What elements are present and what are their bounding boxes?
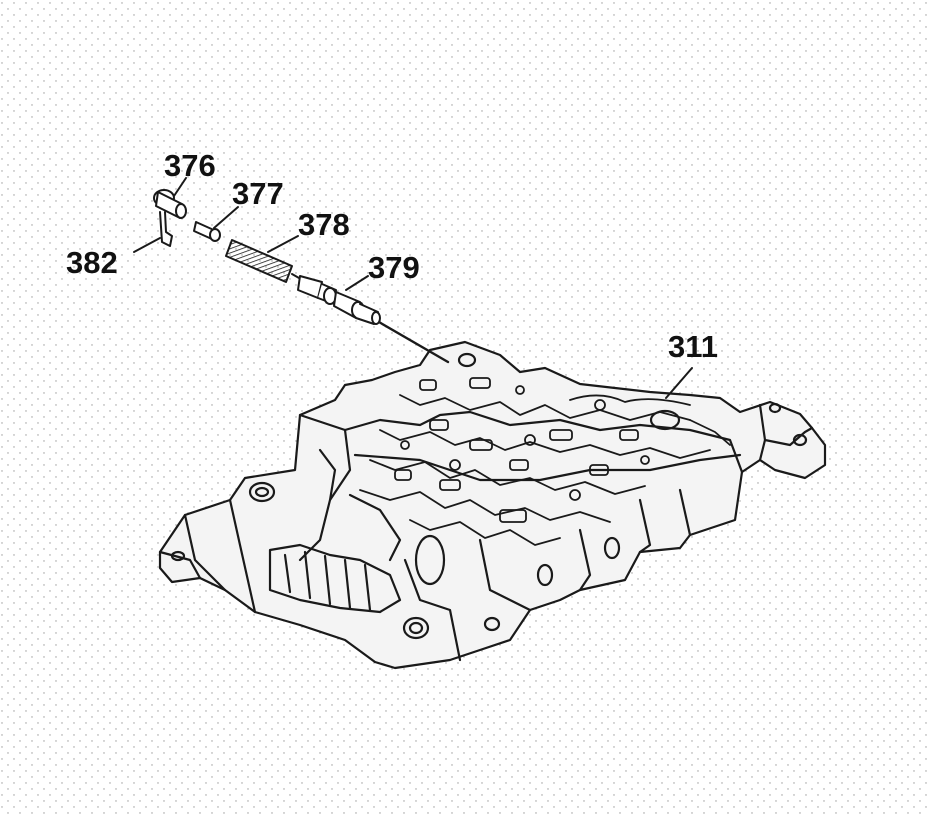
callout-377: 377 xyxy=(232,176,284,211)
callout-311: 311 xyxy=(668,329,718,364)
leader-lines xyxy=(133,177,693,399)
leader-382 xyxy=(133,237,161,253)
leader-379 xyxy=(345,275,369,291)
part-382-clip xyxy=(159,211,173,247)
fluid-channels xyxy=(359,377,731,546)
part-376-plug xyxy=(153,189,187,219)
leader-311 xyxy=(665,367,693,399)
leader-377 xyxy=(213,206,239,229)
valve-train xyxy=(153,189,450,364)
valve-body-311 xyxy=(158,340,827,670)
callout-378: 378 xyxy=(298,207,350,242)
part-379-valve xyxy=(297,275,381,325)
callout-376: 376 xyxy=(164,148,216,183)
callout-379: 379 xyxy=(368,250,420,285)
leader-376 xyxy=(173,177,187,197)
callout-382: 382 xyxy=(66,245,118,280)
assembly-axis-line xyxy=(370,316,450,364)
leader-378 xyxy=(267,235,299,253)
part-377-valve xyxy=(193,221,221,242)
